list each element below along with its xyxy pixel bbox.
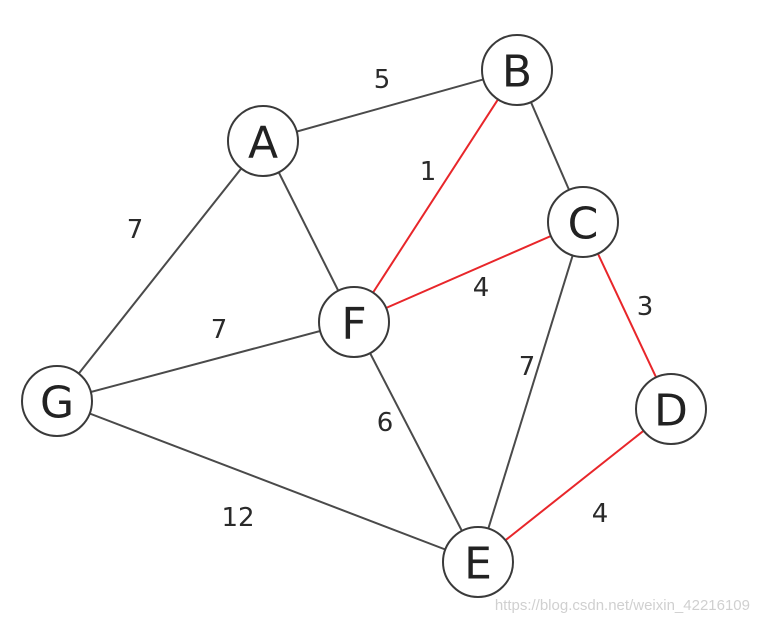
edge-weights-layer: 5 7 1 4 3 7 4 7 6 12 [127,65,654,533]
watermark-text: https://blog.csdn.net/weixin_42216109 [494,597,750,614]
node-label-d: D [654,386,688,437]
node-d: D [635,373,707,445]
node-circle-c [547,186,619,258]
node-circle-d [635,373,707,445]
edge-b-f [353,69,518,323]
node-b: B [481,34,553,106]
node-label-c: C [568,199,599,250]
edge-weight-d-e: 4 [592,499,609,529]
edge-weight-c-d: 3 [637,292,654,322]
node-circle-b [481,34,553,106]
node-label-b: B [502,47,532,98]
node-circle-g [21,365,93,437]
node-label-a: A [248,118,278,169]
edge-weight-f-e: 6 [377,408,394,438]
node-a: A [227,105,299,177]
edge-g-e [56,400,479,563]
edge-weight-c-f: 4 [473,273,490,303]
edge-a-b [262,69,518,142]
edge-c-f [353,221,584,323]
node-label-f: F [341,299,366,350]
node-c: C [547,186,619,258]
node-g: G [21,365,93,437]
edge-weight-a-b: 5 [374,65,391,95]
node-e: E [442,526,514,598]
node-circle-a [227,105,299,177]
edge-d-e [477,408,672,563]
edge-weight-b-f: 1 [420,157,437,187]
node-circle-e [442,526,514,598]
edge-weight-c-e: 7 [519,352,536,382]
edge-f-e [353,321,479,563]
edge-weight-a-g: 7 [127,215,144,245]
nodes-layer: A B C D E F G [21,34,707,598]
edge-c-e [477,221,584,563]
edge-f-g [56,321,355,402]
node-f: F [318,286,390,358]
edge-weight-f-g: 7 [211,315,228,345]
node-label-e: E [464,539,492,590]
edge-weight-g-e: 12 [221,503,254,533]
edge-a-g [56,140,264,402]
node-circle-f [318,286,390,358]
node-label-g: G [40,378,74,429]
